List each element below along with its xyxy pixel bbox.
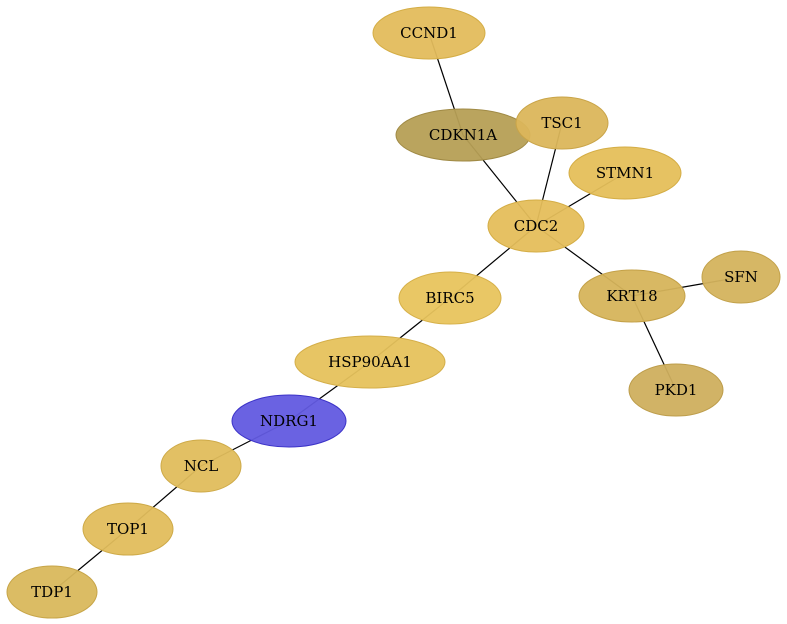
node-shape: [294, 335, 446, 389]
node-ndrg1[interactable]: NDRG1: [231, 394, 347, 448]
node-tdp1[interactable]: TDP1: [6, 565, 98, 619]
node-birc5[interactable]: BIRC5: [398, 271, 502, 325]
node-shape: [82, 502, 174, 556]
node-shape: [231, 394, 347, 448]
node-cdkn1a[interactable]: CDKN1A: [395, 108, 531, 162]
node-label: KRT18: [606, 287, 657, 305]
node-shape: [701, 250, 781, 304]
node-shape: [160, 439, 242, 493]
node-shape: [515, 96, 609, 150]
node-cdc2[interactable]: CDC2: [487, 199, 585, 253]
node-shape: [398, 271, 502, 325]
node-label: BIRC5: [425, 289, 474, 307]
node-label: SFN: [724, 268, 758, 286]
node-top1[interactable]: TOP1: [82, 502, 174, 556]
node-ccnd1[interactable]: CCND1: [372, 6, 486, 60]
node-shape: [6, 565, 98, 619]
node-label: CCND1: [400, 24, 458, 42]
node-label: NCL: [184, 457, 219, 475]
node-tsc1[interactable]: TSC1: [515, 96, 609, 150]
node-label: NDRG1: [260, 412, 318, 430]
node-shape: [578, 269, 686, 323]
node-label: CDC2: [514, 217, 559, 235]
node-label: TSC1: [541, 114, 582, 132]
node-label: PKD1: [655, 381, 698, 399]
node-stmn1[interactable]: STMN1: [568, 146, 682, 200]
node-krt18[interactable]: KRT18: [578, 269, 686, 323]
node-label: TDP1: [31, 583, 73, 601]
node-hsp90aa1[interactable]: HSP90AA1: [294, 335, 446, 389]
node-label: HSP90AA1: [328, 353, 412, 371]
node-label: TOP1: [107, 520, 149, 538]
node-shape: [487, 199, 585, 253]
node-pkd1[interactable]: PKD1: [628, 363, 724, 417]
node-label: CDKN1A: [429, 126, 497, 144]
node-label: STMN1: [596, 164, 654, 182]
node-sfn[interactable]: SFN: [701, 250, 781, 304]
node-shape: [628, 363, 724, 417]
node-ncl[interactable]: NCL: [160, 439, 242, 493]
node-shape: [372, 6, 486, 60]
node-shape: [568, 146, 682, 200]
